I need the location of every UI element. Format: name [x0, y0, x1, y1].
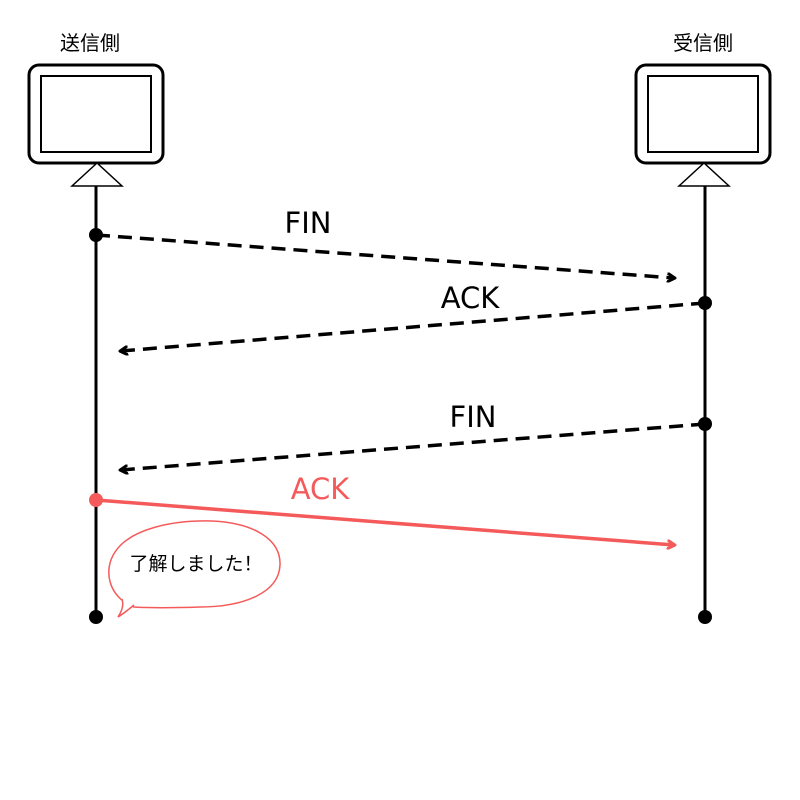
sender-label: 送信側 — [60, 31, 120, 55]
speech-bubble-text: 了解しました！ — [129, 553, 262, 575]
fin-arrow-2 — [121, 422, 706, 470]
ack-2-start-dot — [89, 493, 103, 507]
sender-end-dot — [89, 610, 103, 624]
fin-1-start-dot — [89, 228, 103, 242]
fin-2-start-dot — [698, 417, 712, 431]
ack-arrow-2 — [95, 498, 674, 545]
fin-arrow-1 — [95, 233, 674, 278]
fin-label-1: FIN — [285, 206, 332, 240]
fin-label-2: FIN — [450, 400, 497, 434]
sender-monitor-icon — [27, 63, 165, 187]
speech-bubble — [108, 520, 281, 609]
ack-label-2: ACK — [291, 472, 351, 506]
ack-1-start-dot — [698, 296, 712, 310]
ack-label-1: ACK — [441, 281, 501, 315]
ack-arrow-1 — [121, 301, 706, 351]
receiver-end-dot — [698, 610, 712, 624]
receiver-monitor-icon — [634, 63, 772, 187]
speech-bubble-tail — [117, 598, 135, 618]
receiver-label: 受信側 — [673, 31, 733, 55]
